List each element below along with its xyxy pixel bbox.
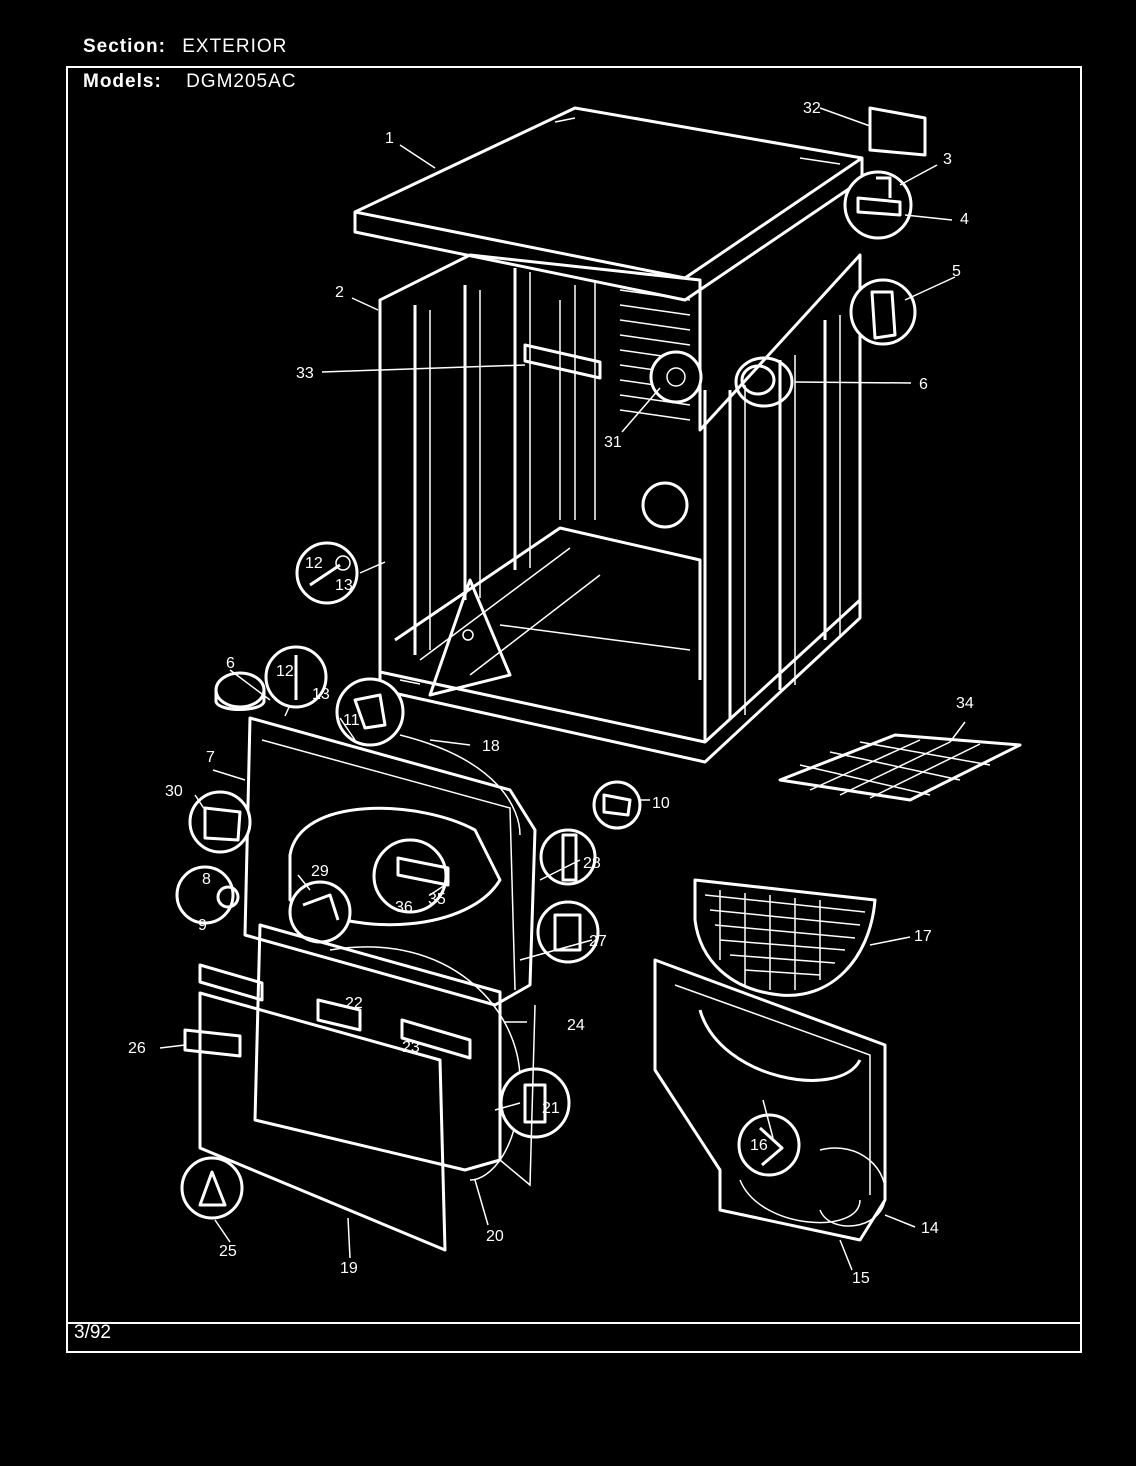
callout-13-front: 13 [312, 686, 330, 703]
models-header: Models: DGM205AC [83, 71, 296, 93]
lint-filter [693, 878, 877, 997]
models-value: DGM205AC [186, 71, 297, 92]
revision-date: 3/92 [74, 1322, 111, 1343]
callout-15: 15 [852, 1270, 870, 1287]
callout-9: 9 [198, 917, 207, 934]
base-duct [653, 958, 887, 1242]
callout-numbers: 1 2 3 4 5 6 33 31 12 13 6 12 13 11 18 7 … [128, 100, 974, 1287]
callout-1: 1 [385, 130, 394, 147]
cabinet-hardware [523, 343, 794, 408]
callout-23: 23 [402, 1039, 420, 1056]
drying-rack [778, 733, 1022, 802]
upper-right-parts [843, 106, 927, 346]
callout-6: 6 [919, 376, 928, 393]
callout-16: 16 [750, 1137, 768, 1154]
callout-28: 28 [583, 855, 601, 872]
callout-18: 18 [482, 738, 500, 755]
callout-30: 30 [165, 783, 183, 800]
callout-26: 26 [128, 1040, 146, 1057]
door-assembly [180, 923, 571, 1252]
callout-19: 19 [340, 1260, 358, 1277]
callout-14: 14 [921, 1220, 939, 1237]
callout-10: 10 [652, 795, 670, 812]
cabinet [378, 253, 862, 764]
leader-lines [159, 107, 966, 1271]
callout-32: 32 [803, 100, 821, 117]
callout-8: 8 [202, 871, 211, 888]
models-label: Models: [83, 71, 162, 92]
callout-7: 7 [206, 749, 215, 766]
callout-21: 21 [542, 1100, 560, 1117]
callout-35: 35 [428, 891, 446, 908]
callout-31: 31 [604, 434, 622, 451]
callout-27: 27 [589, 933, 607, 950]
bolt-detail-upper [295, 541, 359, 605]
callout-36: 36 [395, 899, 413, 916]
front-panel [175, 645, 642, 1007]
section-label: Section: [83, 36, 166, 57]
diagram-frame [66, 66, 1082, 1353]
callout-4: 4 [960, 211, 969, 228]
section-header: Section: EXTERIOR [83, 36, 287, 58]
callout-24: 24 [567, 1017, 585, 1034]
callout-3: 3 [943, 151, 952, 168]
callout-6-front: 6 [226, 655, 235, 672]
callout-29: 29 [311, 863, 329, 880]
footer-divider [66, 1322, 1082, 1324]
callout-11: 11 [343, 712, 360, 729]
callout-34: 34 [956, 695, 974, 712]
callout-17: 17 [914, 928, 932, 945]
callout-2: 2 [335, 284, 344, 301]
section-value: EXTERIOR [182, 36, 288, 57]
callout-12-front: 12 [276, 663, 294, 680]
callout-13-upper: 13 [335, 577, 353, 594]
callout-22: 22 [345, 995, 363, 1012]
callout-25: 25 [219, 1243, 237, 1260]
callout-33: 33 [296, 365, 314, 382]
callout-20: 20 [486, 1228, 504, 1245]
callout-5: 5 [952, 263, 961, 280]
callout-12-upper: 12 [305, 555, 323, 572]
